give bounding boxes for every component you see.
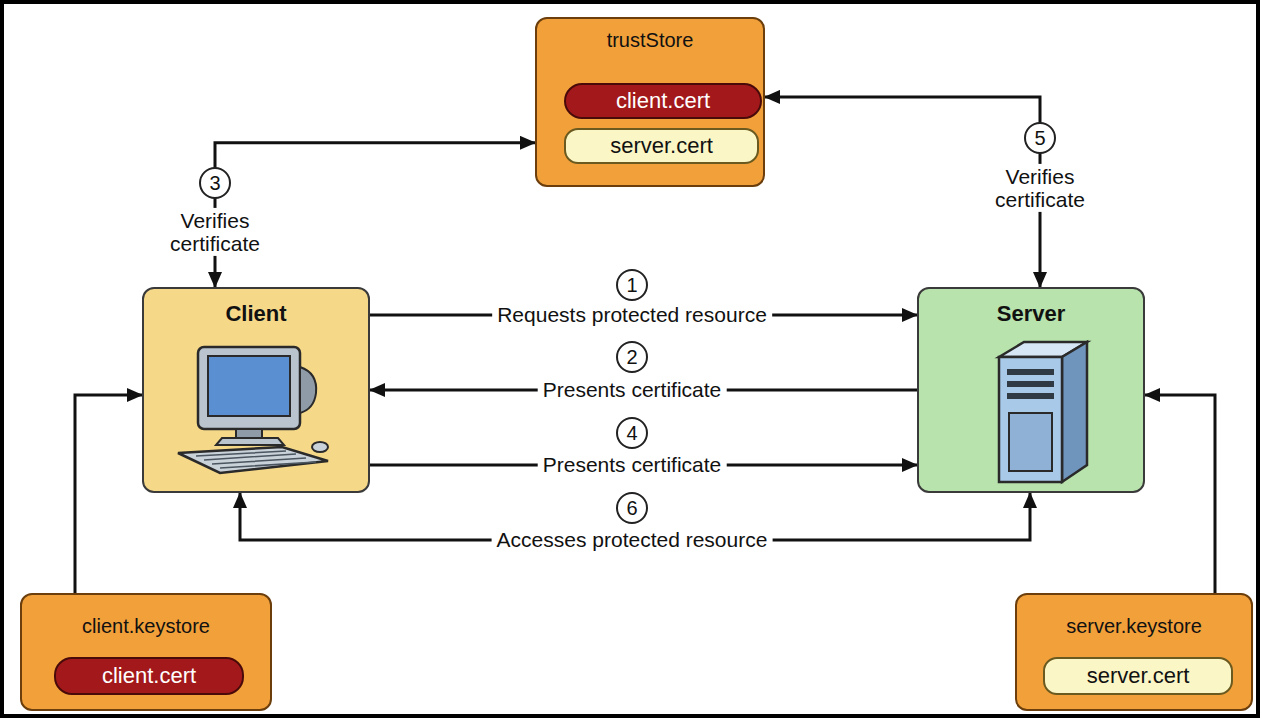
- callout-number: 2: [616, 341, 648, 373]
- certificate-pill: client.cert: [564, 83, 762, 119]
- node-text: client.keystore: [82, 615, 210, 638]
- callout-number: 3: [199, 167, 231, 199]
- node-text: server.cert: [1087, 663, 1190, 688]
- server-box: Server: [917, 287, 1145, 493]
- computer-icon: [170, 343, 340, 478]
- edge-label: Accesses protected resource: [492, 527, 773, 552]
- node-text: server.keystore: [1066, 615, 1202, 638]
- certificate-pill: server.cert: [564, 128, 759, 164]
- node-text: server.cert: [610, 133, 713, 158]
- callout-number: 1: [616, 269, 648, 301]
- node-text: client.cert: [616, 88, 710, 113]
- node-text: client.cert: [102, 663, 196, 688]
- client-box: Client: [142, 287, 370, 493]
- trust-store-box: trustStore client.cert server.cert: [535, 17, 765, 187]
- edge-label: Presents certificate: [538, 452, 727, 477]
- edge-label: Verifies certificate: [975, 164, 1105, 212]
- connector-arrow: [75, 395, 142, 593]
- callout-number: 4: [616, 417, 648, 449]
- edge-label: Verifies certificate: [150, 208, 280, 256]
- callout-number: 5: [1024, 122, 1056, 154]
- keystore-box: client.keystore client.cert: [20, 593, 272, 711]
- node-text: Client: [225, 301, 286, 326]
- keystore-box: server.keystore server.cert: [1015, 593, 1253, 711]
- node-text: Server: [997, 301, 1066, 326]
- edge-label: Requests protected resource: [492, 302, 772, 327]
- edge-label: Presents certificate: [538, 377, 727, 402]
- certificate-pill: client.cert: [54, 657, 244, 695]
- server-icon: [969, 337, 1099, 487]
- certificate-pill: server.cert: [1043, 657, 1233, 695]
- callout-number: 6: [616, 492, 648, 524]
- node-text: trustStore: [607, 29, 694, 52]
- connector-arrow: [1145, 395, 1215, 593]
